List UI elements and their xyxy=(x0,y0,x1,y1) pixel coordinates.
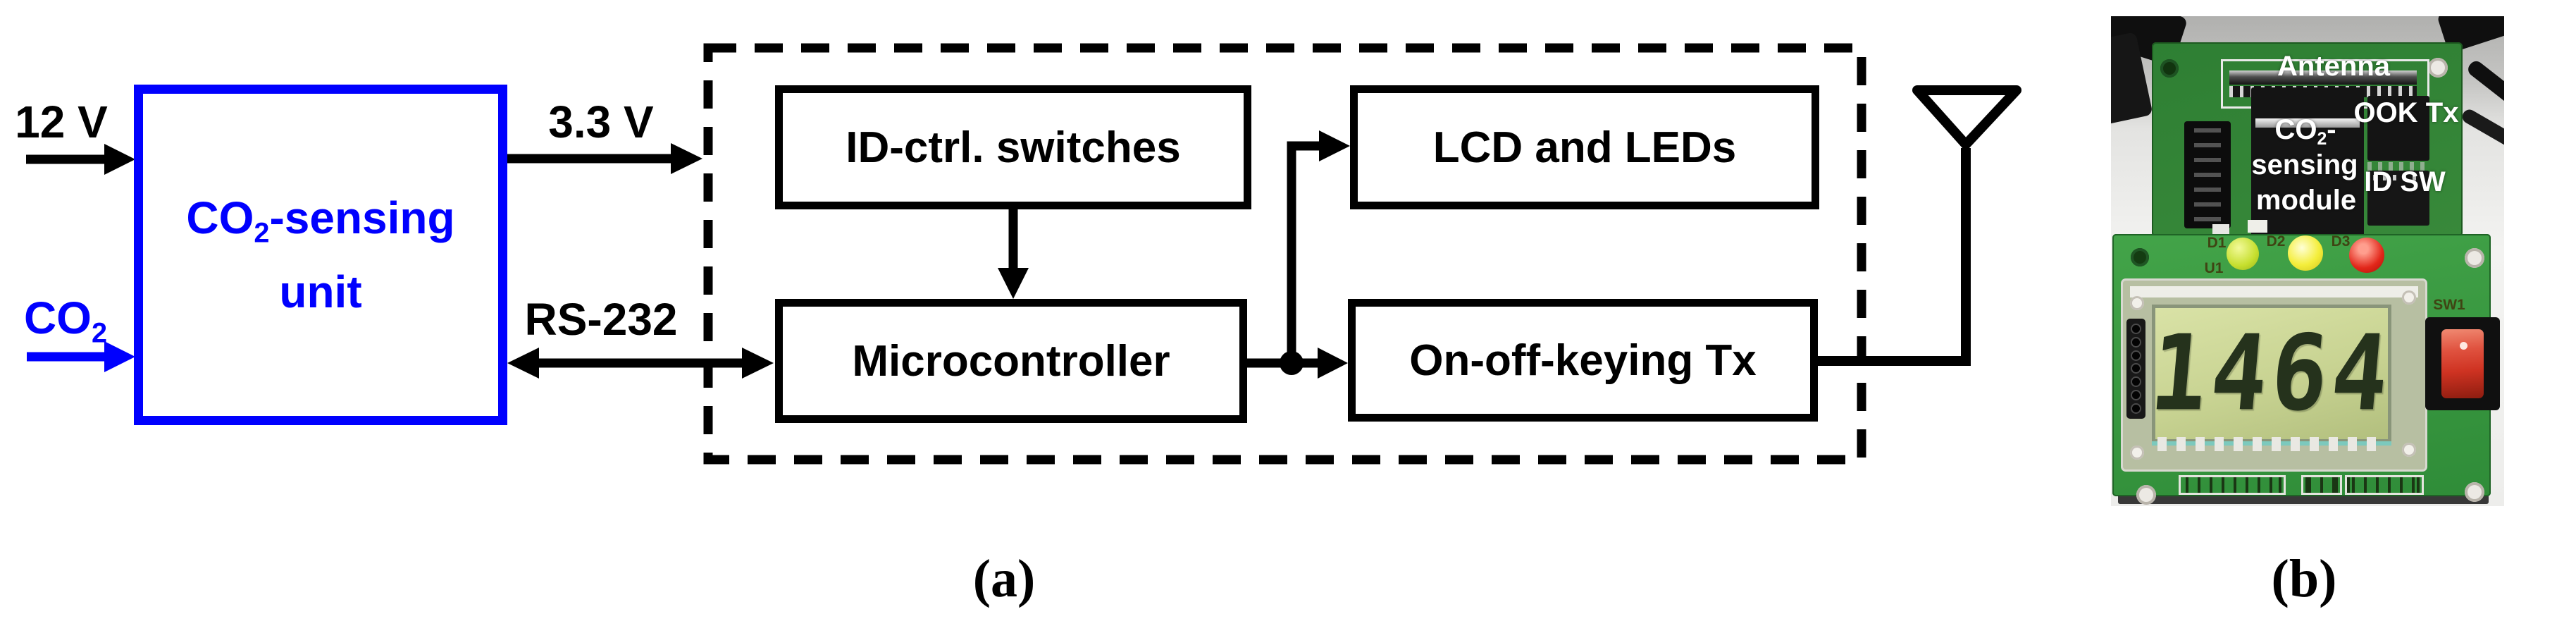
pin-header xyxy=(2126,319,2145,419)
caption-a: (a) xyxy=(972,549,1036,608)
screw-hole xyxy=(2465,248,2484,268)
smd-component xyxy=(2212,224,2229,235)
unit-line1-post: -sensing xyxy=(269,192,455,243)
chip-antenna-strip xyxy=(2229,70,2417,85)
lcd-board-reflection xyxy=(2130,286,2418,297)
co2-l1-pre: CO xyxy=(2274,114,2317,145)
block-id-ctrl-switches: ID-ctrl. switches xyxy=(775,85,1251,209)
pin xyxy=(2132,378,2140,386)
label-12v: 12 V xyxy=(15,97,108,147)
lower-pcb: D1 D2 D3 U1 SW1 1464 xyxy=(2112,233,2500,505)
silk-label-sw1: SW1 xyxy=(2433,297,2465,313)
lcd-daughterboard: 1464 xyxy=(2123,281,2425,470)
module-metal-stripe xyxy=(2255,118,2360,128)
screw-hole xyxy=(2465,482,2484,502)
ook-tx-pins xyxy=(2367,162,2429,171)
caption-b: (b) xyxy=(2271,549,2337,608)
screw-hole xyxy=(2131,248,2149,266)
screw-hole xyxy=(2160,59,2179,78)
led-d3 xyxy=(2349,238,2384,273)
silk-label-u1: U1 xyxy=(2204,260,2224,276)
silk-label-d1: D1 xyxy=(2207,235,2227,251)
photo-label-id-sw: ID SW xyxy=(2364,166,2446,197)
arrow-12v-head xyxy=(104,144,135,175)
id-dip-switch xyxy=(2367,171,2429,226)
ook-tx-chip xyxy=(2367,96,2429,161)
pin xyxy=(2132,338,2140,346)
idc-connector xyxy=(2184,121,2231,228)
dip-switch-pins xyxy=(2373,175,2424,180)
pin xyxy=(2132,391,2140,400)
antenna-icon xyxy=(1912,85,2021,149)
hardware-photo: Antenna OOK Tx CO2- sensing module ID SW… xyxy=(2111,16,2504,506)
photo-label-ook-tx: OOK Tx xyxy=(2353,97,2459,128)
rocker-switch-bezel xyxy=(2425,317,2500,410)
pin xyxy=(2132,364,2140,373)
photo-label-co2-line3: module xyxy=(2255,185,2357,216)
block-lcd-and-leds: LCD and LEDs xyxy=(1350,85,1819,209)
label-co2-pre: CO xyxy=(23,293,92,343)
arrow-idctrl-to-mcu-head xyxy=(998,268,1029,299)
silk-label-d3: D3 xyxy=(2331,233,2351,250)
silkscreen-pinout-box xyxy=(2301,475,2342,495)
lcd-pad xyxy=(2130,296,2144,310)
idc-pins xyxy=(2194,128,2221,221)
pin xyxy=(2132,351,2140,360)
label-co2-input: CO2 xyxy=(13,293,118,349)
label-rs232: RS-232 xyxy=(524,294,678,345)
wire-junction-to-lcd xyxy=(1287,141,1320,363)
co2-l1-sub: 2 xyxy=(2317,129,2327,149)
arrow-co2-head xyxy=(104,341,135,372)
unit-line1-sub: 2 xyxy=(254,217,270,249)
co2-sensing-line1: CO2-sensing xyxy=(186,188,454,263)
lcd-pad xyxy=(2402,290,2416,305)
pin xyxy=(2132,324,2140,333)
block-co2-sensing-unit: CO2-sensing unit xyxy=(134,85,507,425)
co2-l1-post: - xyxy=(2327,114,2336,145)
arrow-to-ook-head xyxy=(1318,348,1348,379)
silkscreen-pinout-box xyxy=(2179,475,2286,495)
smd-resistor-row xyxy=(2157,437,2384,451)
pin xyxy=(2132,404,2140,412)
label-33v: 3.3 V xyxy=(548,97,654,147)
lcd-pad xyxy=(2402,443,2416,457)
lcd-pad xyxy=(2130,446,2144,460)
photo-label-antenna: Antenna xyxy=(2277,51,2390,82)
lcd-reading: 1464 xyxy=(2145,312,2398,435)
co2-sensing-module-chip xyxy=(2251,87,2364,243)
co2-sensing-line2: unit xyxy=(279,266,362,318)
unit-line1-pre: CO xyxy=(186,192,254,243)
rocker-switch xyxy=(2441,329,2484,398)
block-microcontroller: Microcontroller xyxy=(775,299,1247,423)
photo-label-co2-line1: CO2- xyxy=(2242,114,2369,155)
dashed-module-boundary xyxy=(703,43,1866,465)
screw-hole xyxy=(2136,485,2156,505)
switch-highlight xyxy=(2460,342,2467,350)
led-d1 xyxy=(2227,238,2259,270)
lcd-display: 1464 xyxy=(2146,305,2397,443)
arrow-rs232-head-right xyxy=(742,348,774,379)
wire-ook-to-antenna xyxy=(1818,148,1971,366)
silk-label-d2: D2 xyxy=(2266,233,2286,250)
arrow-33v-head xyxy=(671,143,702,174)
photo-label-co2-line2: sensing xyxy=(2251,149,2358,180)
silkscreen-pinout-box xyxy=(2345,475,2424,495)
upper-pcb: Antenna OOK Tx CO2- sensing module ID SW xyxy=(2152,42,2463,243)
arrow-rs232-head-left xyxy=(507,348,539,379)
block-ook-tx: On-off-keying Tx xyxy=(1348,299,1818,422)
label-co2-sub: 2 xyxy=(91,317,108,349)
smd-component xyxy=(2248,220,2267,233)
screw-hole xyxy=(2428,58,2448,78)
arrow-to-lcd-head xyxy=(1319,130,1350,161)
led-d2 xyxy=(2288,235,2323,271)
